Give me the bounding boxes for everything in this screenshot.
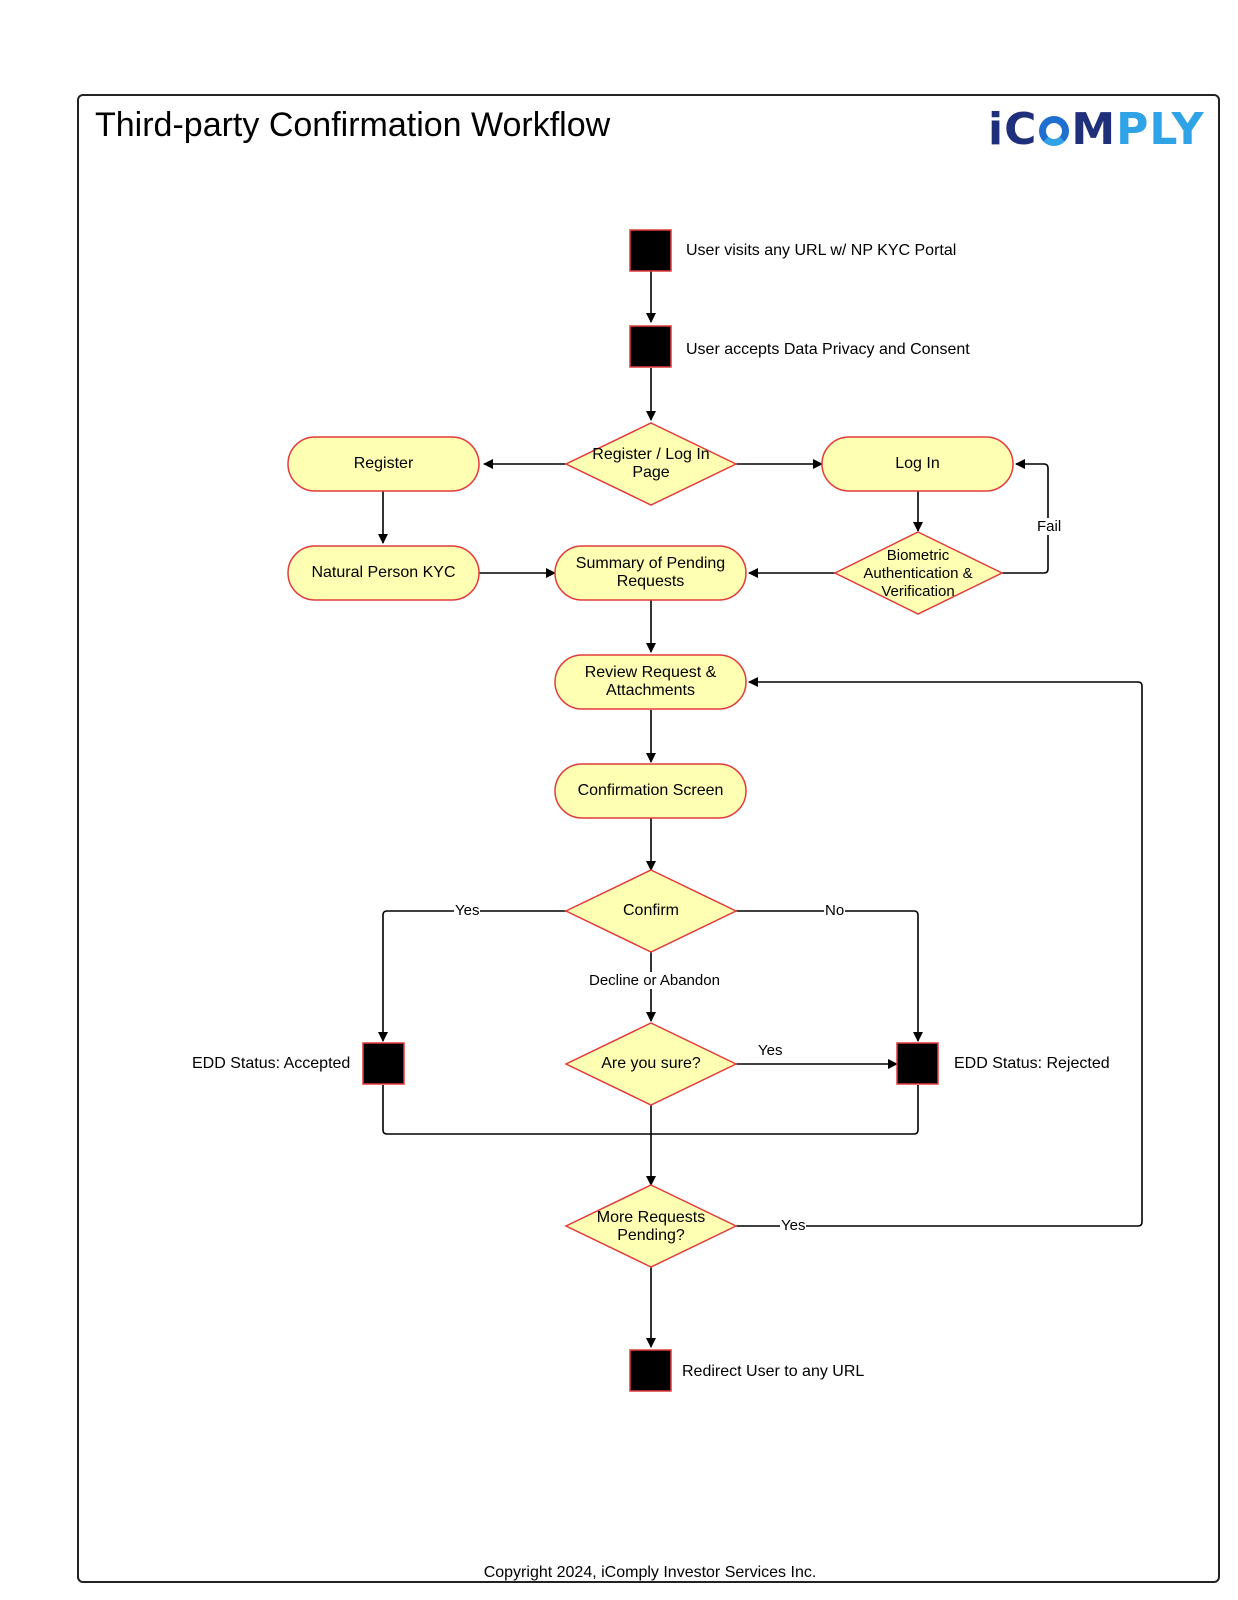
decision-confirm: Confirm — [622, 902, 679, 919]
terminal-redirect-label: Redirect User to any URL — [682, 1363, 865, 1380]
decision-more-requests-shape — [564, 1184, 738, 1268]
terminal-rejected-label: EDD Status: Rejected — [954, 1055, 1110, 1072]
node-login-shape — [821, 436, 1014, 492]
terminal-redirect — [629, 1349, 672, 1392]
decision-are-you-sure-shape — [564, 1022, 738, 1106]
terminal-start-label: User visits any URL w/ NP KYC Portal — [686, 242, 957, 259]
edge-confirm-yes — [378, 910, 566, 1042]
node-summary: Summary of Pending Requests — [575, 555, 726, 590]
page-title: Third-party Confirmation Workflow — [95, 106, 611, 144]
node-review: Review Request & Attachments — [584, 664, 717, 699]
edge-confirm-no — [736, 910, 923, 1042]
edge-accepted-merge — [382, 1085, 651, 1135]
node-np-kyc: Natural Person KYC — [311, 564, 456, 581]
edge-label-confirm-yes: Yes — [454, 902, 481, 919]
node-review-shape — [554, 654, 747, 710]
decision-confirm-shape — [564, 869, 738, 953]
edge-more-yes — [736, 677, 1143, 1227]
node-confirmation-shape — [554, 763, 747, 819]
decision-more-requests: More Requests Pending? — [596, 1209, 706, 1244]
node-login: Log In — [895, 455, 940, 472]
edge-label-more-yes: Yes — [780, 1217, 807, 1234]
edge-label-sure-yes: Yes — [757, 1042, 784, 1059]
decision-register-login-shape — [564, 422, 738, 506]
terminal-consent-label: User accepts Data Privacy and Consent — [686, 341, 970, 358]
terminal-consent — [629, 325, 672, 368]
node-summary-shape — [554, 545, 747, 601]
edge-label-fail: Fail — [1036, 518, 1063, 535]
decision-register-login: Register / Log In Page — [592, 446, 710, 481]
terminal-accepted-label: EDD Status: Accepted — [192, 1055, 351, 1072]
terminal-rejected — [896, 1042, 939, 1085]
edge-label-confirm-no: No — [824, 902, 846, 919]
node-confirmation-screen: Confirmation Screen — [577, 782, 724, 799]
copyright-footer: Copyright 2024, iComply Investor Service… — [483, 1564, 817, 1581]
decision-biometric-shape — [833, 531, 1004, 615]
diagram-frame — [77, 94, 1220, 1583]
logo-ring-icon — [1039, 116, 1070, 146]
edge-rejected-merge — [651, 1085, 919, 1135]
decision-are-you-sure: Are you sure? — [601, 1055, 701, 1072]
node-register: Register — [353, 455, 414, 472]
terminal-start — [629, 229, 672, 272]
decision-biometric: Biometric Authentication & Verification — [863, 547, 973, 600]
edge-label-decline: Decline or Abandon — [588, 972, 721, 989]
terminal-accepted — [362, 1042, 405, 1085]
node-np-kyc-shape — [287, 545, 480, 601]
node-register-shape — [287, 436, 480, 492]
